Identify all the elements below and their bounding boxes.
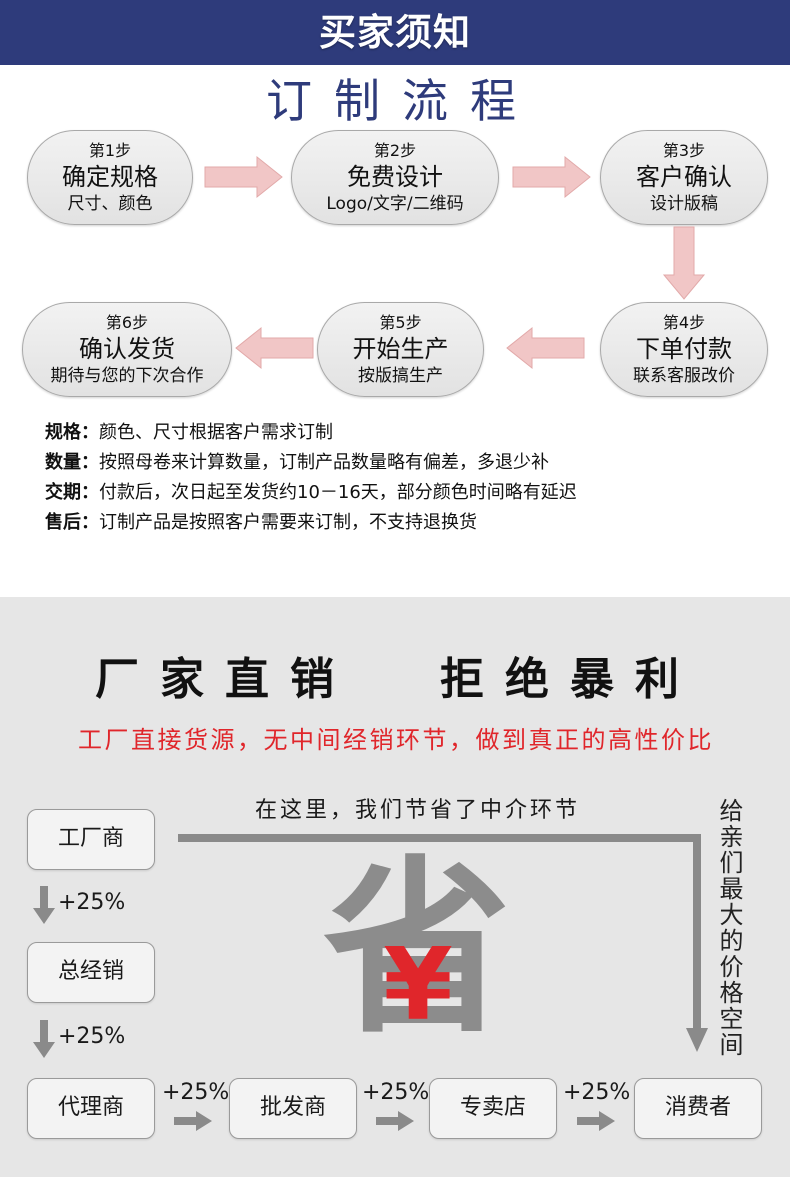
side-note-vertical: 给亲们最大的价格空间 — [715, 798, 743, 1058]
arrow-right-icon — [204, 155, 283, 199]
step-number: 第2步 — [373, 140, 417, 160]
promo-title-left: 厂家直销 — [95, 654, 355, 705]
step-desc: Logo/文字/二维码 — [326, 193, 464, 214]
step-number: 第5步 — [379, 312, 422, 332]
note-text: 订制产品是按照客户需要来订制，不支持退换货 — [99, 512, 477, 533]
arrow-down-icon — [33, 886, 55, 924]
step-desc: 尺寸、颜色 — [67, 193, 153, 214]
markup-label: +25% — [162, 1080, 230, 1105]
note-label: 数量： — [45, 452, 99, 473]
arrow-left-icon — [235, 326, 314, 370]
step-number: 第6步 — [105, 312, 149, 332]
step-title: 开始生产 — [352, 334, 449, 363]
step-number: 第4步 — [662, 312, 706, 332]
note-delivery: 交期：付款后，次日起至发货约10－16天，部分颜色时间略有延迟 — [45, 481, 577, 505]
note-text: 颜色、尺寸根据客户需求订制 — [99, 422, 333, 443]
step-title: 客户确认 — [636, 162, 732, 191]
step-title: 确认发货 — [79, 334, 175, 363]
header-bar: 买家须知 — [0, 0, 790, 65]
markup-label: +25% — [58, 890, 126, 915]
markup-label: +25% — [563, 1080, 631, 1105]
note-text: 按照母卷来计算数量，订制产品数量略有偏差，多退少补 — [99, 452, 549, 473]
step-title: 免费设计 — [347, 162, 443, 191]
note-label: 规格： — [45, 422, 99, 443]
promo-subtitle: 工厂直接货源，无中间经销环节，做到真正的高性价比 — [78, 726, 714, 754]
markup-label: +25% — [362, 1080, 430, 1105]
promo-title-right: 拒绝暴利 — [440, 654, 700, 705]
step-desc: 期待与您的下次合作 — [50, 365, 204, 386]
process-step-3: 第3步 客户确认 设计版稿 — [600, 130, 768, 225]
chain-node-factory: 工厂商 — [27, 809, 155, 870]
arrow-down-icon — [662, 226, 706, 300]
bypass-connector-arrow-icon — [178, 834, 708, 1052]
step-desc: 联系客服改价 — [633, 365, 735, 386]
step-title: 下单付款 — [636, 334, 732, 363]
note-spec: 规格：颜色、尺寸根据客户需求订制 — [45, 421, 333, 445]
note-label: 交期： — [45, 482, 99, 503]
process-step-5: 第5步 开始生产 按版搞生产 — [317, 302, 484, 397]
note-text: 付款后，次日起至发货约10－16天，部分颜色时间略有延迟 — [99, 482, 577, 503]
markup-label: +25% — [58, 1024, 126, 1049]
process-step-2: 第2步 免费设计 Logo/文字/二维码 — [291, 130, 499, 225]
step-desc: 按版搞生产 — [358, 365, 443, 386]
save-character: 省 — [323, 840, 511, 1059]
arrow-down-icon — [33, 1020, 55, 1058]
step-desc: 设计版稿 — [650, 193, 718, 214]
note-quantity: 数量：按照母卷来计算数量，订制产品数量略有偏差，多退少补 — [45, 451, 549, 475]
arrow-left-icon — [506, 326, 585, 370]
header-title: 买家须知 — [319, 11, 471, 54]
note-after-sales: 售后：订制产品是按照客户需要来订制，不支持退换货 — [45, 511, 477, 535]
step-number: 第1步 — [88, 140, 132, 160]
arrow-right-icon — [512, 155, 591, 199]
arrow-right-icon — [376, 1111, 414, 1131]
yuan-icon: ¥ — [383, 926, 453, 1043]
step-title: 确定规格 — [62, 162, 158, 191]
chain-node-consumer: 消费者 — [634, 1078, 762, 1139]
chain-node-store: 专卖店 — [429, 1078, 557, 1139]
chain-node-distributor: 总经销 — [27, 942, 155, 1003]
arrow-right-icon — [174, 1111, 212, 1131]
process-step-6: 第6步 确认发货 期待与您的下次合作 — [22, 302, 232, 397]
process-title: 订制流程 — [266, 74, 538, 128]
chain-node-agent: 代理商 — [27, 1078, 155, 1139]
process-step-1: 第1步 确定规格 尺寸、颜色 — [27, 130, 193, 225]
step-number: 第3步 — [662, 140, 706, 160]
note-label: 售后： — [45, 512, 99, 533]
chain-node-wholesaler: 批发商 — [229, 1078, 357, 1139]
saving-note: 在这里，我们节省了中介环节 — [255, 798, 581, 823]
arrow-right-icon — [577, 1111, 615, 1131]
process-step-4: 第4步 下单付款 联系客服改价 — [600, 302, 768, 397]
